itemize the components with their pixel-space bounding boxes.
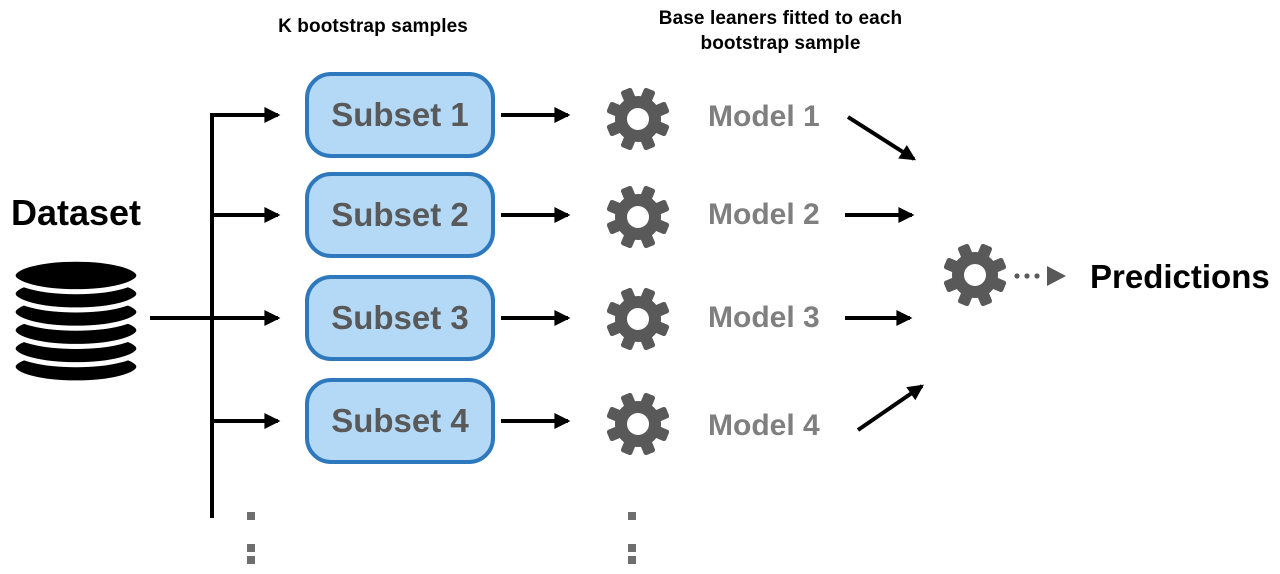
gear-icon-model-4: [606, 392, 670, 456]
header-bootstrap-samples: K bootstrap samples: [278, 16, 468, 37]
ellipsis-dot: [247, 556, 255, 564]
gear-icon-model-3: [606, 287, 670, 351]
subset-box-2: Subset 2: [305, 172, 495, 258]
gear-icon-model-1: [606, 87, 670, 151]
subset-label-2: Subset 2: [331, 196, 469, 233]
subset-label-4: Subset 4: [331, 402, 469, 439]
model-label-2: Model 2: [708, 198, 820, 231]
subset-label-3: Subset 3: [331, 299, 469, 336]
model4-to-aggregator-arrow: [856, 384, 924, 432]
ellipsis-dot: [628, 556, 636, 564]
header-base-learners-line1: Base leaners fitted to each: [658, 8, 903, 29]
header-base-learners-line2: bootstrap sample: [700, 33, 861, 54]
dataset-label: Dataset: [10, 192, 142, 233]
dotted-arrow: [1014, 266, 1066, 286]
ellipsis-dot: [628, 512, 636, 520]
predictions-label: Predictions: [1090, 258, 1270, 295]
ellipsis-dot: [247, 544, 255, 552]
database-stack-icon: [8, 244, 144, 386]
gear-icon-aggregator: [943, 243, 1007, 307]
subset-box-1: Subset 1: [305, 72, 495, 158]
model-label-1: Model 1: [708, 100, 820, 133]
header-base-learners: Base leaners fitted to each bootstrap sa…: [628, 6, 933, 56]
subset-box-3: Subset 3: [305, 275, 495, 361]
model-label-4: Model 4: [708, 409, 820, 442]
gear-icon-model-2: [606, 185, 670, 249]
ellipsis-dot: [628, 544, 636, 552]
subset-label-1: Subset 1: [331, 96, 469, 133]
model-label-3: Model 3: [708, 301, 820, 334]
subset-box-4: Subset 4: [305, 378, 495, 464]
ellipsis-dot: [247, 512, 255, 520]
